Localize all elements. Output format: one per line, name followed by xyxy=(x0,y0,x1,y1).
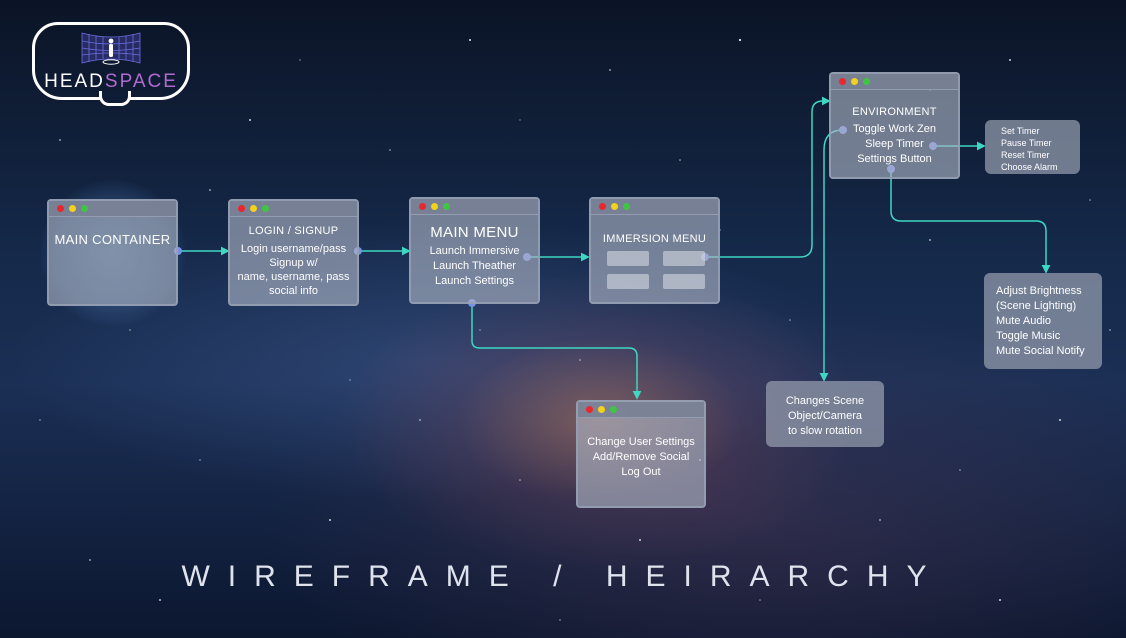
maximize-dot-icon xyxy=(610,406,617,413)
scene-slot[interactable] xyxy=(607,274,649,289)
minimize-dot-icon xyxy=(69,205,76,212)
window-titlebar xyxy=(49,201,176,217)
minimize-dot-icon xyxy=(431,203,438,210)
login-line: Login username/pass xyxy=(240,243,347,255)
logo-text-head: HEAD xyxy=(44,71,105,92)
window-titlebar xyxy=(230,201,357,217)
close-dot-icon xyxy=(238,205,245,212)
login-line: social info xyxy=(269,285,318,297)
settings-window[interactable]: Change User Settings Add/Remove Social L… xyxy=(576,400,706,508)
link-launchsettings-to-settings xyxy=(471,303,642,400)
minimize-dot-icon xyxy=(611,203,618,210)
close-dot-icon xyxy=(419,203,426,210)
adjust-brightness-item[interactable]: Adjust Brightness xyxy=(996,285,1082,297)
scene-slot[interactable] xyxy=(607,251,649,266)
menu-item-launch-immersive[interactable]: Launch Immersive xyxy=(429,245,520,257)
logo-wordmark: HEADSPACE xyxy=(35,71,187,93)
close-dot-icon xyxy=(586,406,593,413)
scene-slot[interactable] xyxy=(663,251,705,266)
maximize-dot-icon xyxy=(623,203,630,210)
link-settingsbtn-to-scene xyxy=(890,169,1051,274)
window-titlebar xyxy=(591,199,718,215)
work-zen-lines: Changes Scene Object/Camera to slow rota… xyxy=(766,394,884,439)
timer-lines: Set Timer Pause Timer Reset Timer Choose… xyxy=(1001,125,1080,173)
scene-lighting-label: (Scene Lighting) xyxy=(996,300,1077,312)
login-line: name, username, pass xyxy=(237,271,350,283)
window-titlebar xyxy=(578,402,704,418)
vr-grid-icon xyxy=(81,32,141,65)
logo-text-space: SPACE xyxy=(104,71,178,92)
close-dot-icon xyxy=(599,203,606,210)
headspace-logo: HEADSPACE xyxy=(32,22,190,106)
window-title: ENVIRONMENT xyxy=(852,106,937,118)
maximize-dot-icon xyxy=(262,205,269,212)
close-dot-icon xyxy=(57,205,64,212)
pause-timer-item[interactable]: Pause Timer xyxy=(1001,138,1052,148)
environment-lines: Toggle Work Zen Sleep Timer Settings But… xyxy=(831,122,958,167)
menu-item-launch-theather[interactable]: Launch Theather xyxy=(433,260,516,272)
scene-settings-lines: Adjust Brightness (Scene Lighting) Mute … xyxy=(996,284,1102,359)
window-title: IMMERSION MENU xyxy=(602,233,707,245)
window-titlebar xyxy=(411,199,538,215)
login-lines: Login username/pass Signup w/ name, user… xyxy=(230,242,357,298)
timer-options-note: Set Timer Pause Timer Reset Timer Choose… xyxy=(985,120,1080,174)
toggle-music-item[interactable]: Toggle Music xyxy=(996,330,1061,342)
set-timer-item[interactable]: Set Timer xyxy=(1001,126,1040,136)
environment-window[interactable]: ENVIRONMENT Toggle Work Zen Sleep Timer … xyxy=(829,72,960,179)
change-user-settings-item[interactable]: Change User Settings xyxy=(587,436,695,448)
login-signup-window[interactable]: LOGIN / SIGNUP Login username/pass Signu… xyxy=(228,199,359,306)
window-title: MAIN MENU xyxy=(430,224,519,241)
window-title: LOGIN / SIGNUP xyxy=(248,225,339,237)
window-title: MAIN CONTAINER xyxy=(54,232,171,247)
toggle-work-zen-item[interactable]: Toggle Work Zen xyxy=(853,123,936,135)
main-menu-window[interactable]: MAIN MENU Launch Immersive Launch Theath… xyxy=(409,197,540,304)
maximize-dot-icon xyxy=(81,205,88,212)
menu-item-launch-settings[interactable]: Launch Settings xyxy=(435,275,514,287)
add-remove-social-item[interactable]: Add/Remove Social xyxy=(592,451,690,463)
mute-social-notify-item[interactable]: Mute Social Notify xyxy=(996,345,1085,357)
close-dot-icon xyxy=(839,78,846,85)
log-out-item[interactable]: Log Out xyxy=(621,466,661,478)
login-line: Signup w/ xyxy=(269,257,318,269)
minimize-dot-icon xyxy=(250,205,257,212)
settings-button-item[interactable]: Settings Button xyxy=(857,153,932,165)
link-immersion-to-environment xyxy=(705,96,831,258)
maximize-dot-icon xyxy=(443,203,450,210)
main-menu-lines: Launch Immersive Launch Theather Launch … xyxy=(411,244,538,289)
work-zen-line: Object/Camera xyxy=(788,410,862,422)
logo-nose-notch xyxy=(99,91,131,106)
minimize-dot-icon xyxy=(851,78,858,85)
page-heading: WIREFRAME / HEIRARCHY xyxy=(181,560,945,593)
minimize-dot-icon xyxy=(598,406,605,413)
mute-audio-item[interactable]: Mute Audio xyxy=(996,315,1052,327)
settings-lines: Change User Settings Add/Remove Social L… xyxy=(578,435,704,480)
work-zen-line: Changes Scene xyxy=(785,395,865,407)
choose-alarm-item[interactable]: Choose Alarm xyxy=(1001,162,1058,172)
reset-timer-item[interactable]: Reset Timer xyxy=(1001,150,1050,160)
immersion-menu-window[interactable]: IMMERSION MENU xyxy=(589,197,720,304)
sleep-timer-item[interactable]: Sleep Timer xyxy=(865,138,924,150)
main-container-window[interactable]: MAIN CONTAINER xyxy=(47,199,178,306)
maximize-dot-icon xyxy=(863,78,870,85)
scene-settings-note: Adjust Brightness (Scene Lighting) Mute … xyxy=(984,273,1102,369)
window-titlebar xyxy=(831,74,958,90)
scene-slot[interactable] xyxy=(663,274,705,289)
work-zen-line: to slow rotation xyxy=(788,425,862,437)
work-zen-note: Changes Scene Object/Camera to slow rota… xyxy=(766,381,884,447)
